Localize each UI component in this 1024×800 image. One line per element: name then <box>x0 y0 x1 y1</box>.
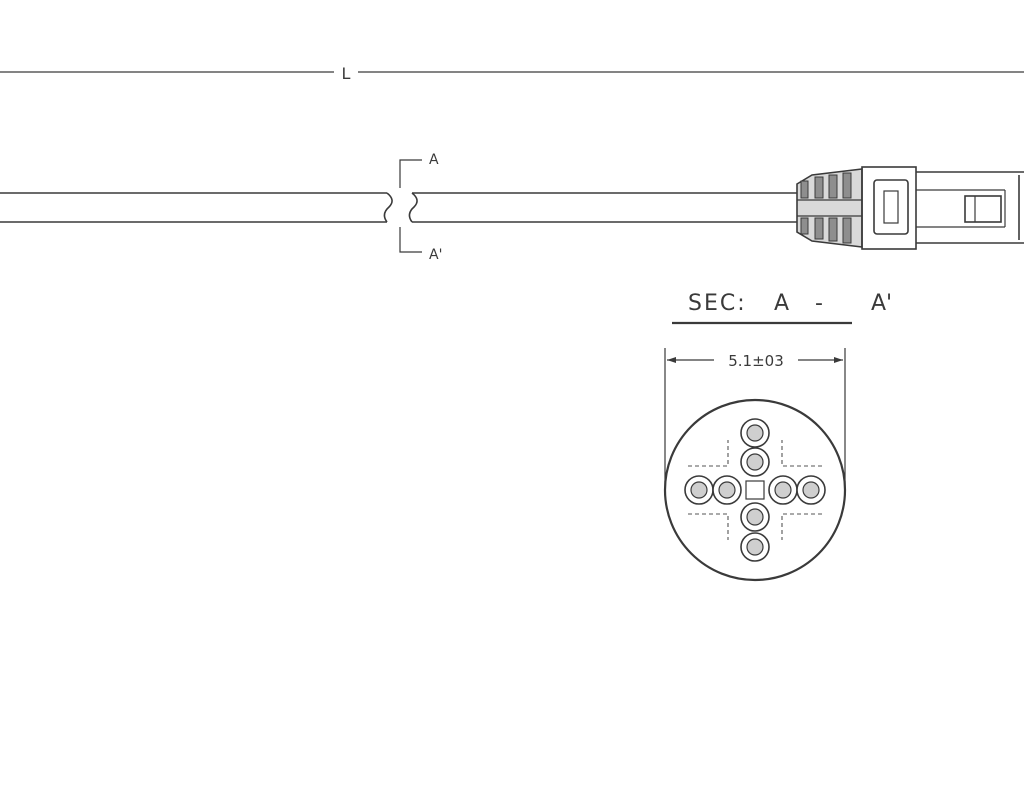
separator-dashed-line <box>781 513 822 540</box>
boot-rib <box>800 180 809 199</box>
section-marker-top: A <box>399 152 439 188</box>
wire-left-inner <box>712 475 742 505</box>
section-marker-top-leader <box>399 159 422 188</box>
plug-latch <box>883 190 899 224</box>
boot-rib <box>814 217 824 240</box>
diameter-label: 5.1±03 <box>728 352 784 370</box>
boot-rib <box>814 176 824 199</box>
section-title-dash: - <box>815 291 823 316</box>
cable-break-right <box>408 192 418 223</box>
section-title: SEC: A - A' <box>672 291 892 325</box>
wire-right-outer <box>796 475 826 505</box>
wire-top-outer <box>740 418 770 448</box>
wire-core <box>746 424 764 442</box>
wire-bottom-outer <box>740 532 770 562</box>
boot-rib <box>828 174 838 199</box>
section-title-to: A' <box>871 291 892 316</box>
plug-latch-window <box>873 179 909 235</box>
connector-boot <box>796 168 863 248</box>
diameter-dimension: 5.1±03 <box>664 348 846 490</box>
wire-core <box>802 481 820 499</box>
length-dimension: L <box>0 64 1024 83</box>
separator-dashed-line <box>688 440 729 467</box>
plug-contact-block <box>964 195 1002 223</box>
diameter-arrow-left <box>667 357 676 363</box>
boot-rib <box>842 217 852 244</box>
section-title-prefix: SEC: <box>688 291 747 316</box>
section-marker-bottom-leader <box>399 227 422 253</box>
boot-rib <box>800 217 809 235</box>
wire-top-inner <box>740 447 770 477</box>
cable-jacket-outline <box>663 398 847 582</box>
wire-core <box>774 481 792 499</box>
wire-core <box>718 481 736 499</box>
separator-dashed-line <box>781 440 822 467</box>
diameter-arrow-right <box>834 357 843 363</box>
boot-rib <box>828 217 838 242</box>
wire-right-inner <box>768 475 798 505</box>
plug-front-housing <box>861 166 917 250</box>
connector-plug <box>861 166 1024 250</box>
cable-break-left <box>383 192 393 223</box>
wire-core <box>746 508 764 526</box>
section-marker-bottom-label: A' <box>429 247 442 263</box>
wire-left-outer <box>684 475 714 505</box>
separator-center <box>745 480 765 500</box>
cable <box>0 192 797 223</box>
boot-rib <box>842 172 852 199</box>
wire-core <box>746 453 764 471</box>
length-label: L <box>342 64 351 83</box>
section-title-from: A <box>774 291 789 316</box>
separator-dashed-line <box>688 513 729 540</box>
wire-core <box>746 538 764 556</box>
section-marker-top-label: A <box>429 152 439 168</box>
wire-core <box>690 481 708 499</box>
section-marker-bottom: A' <box>399 227 442 263</box>
wire-bottom-inner <box>740 502 770 532</box>
cable-cross-section <box>663 398 847 582</box>
